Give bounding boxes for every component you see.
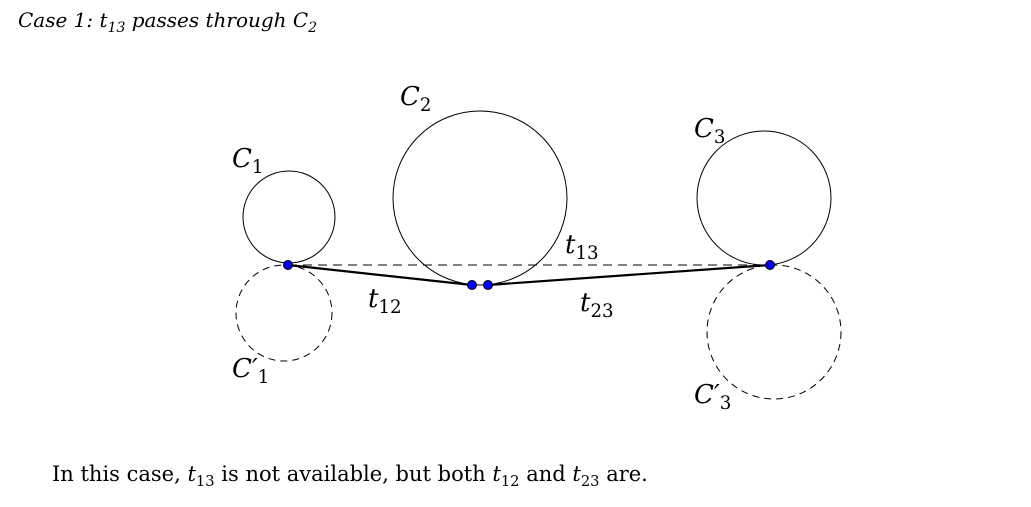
label-t13: t13 <box>565 230 599 265</box>
tangent-point <box>765 260 775 270</box>
tangent-t23 <box>487 263 771 287</box>
circle-c3 <box>696 130 832 266</box>
label-t12: t12 <box>368 284 402 319</box>
tangent-point <box>467 280 477 290</box>
label-t23: t23 <box>580 288 614 323</box>
label-c3-prime: C′3 <box>694 380 732 415</box>
case-title: Case 1: t13 passes through C2 <box>18 8 318 36</box>
caption: In this case, t13 is not available, but … <box>52 462 648 491</box>
tangent-point <box>483 280 493 290</box>
label-c3: C3 <box>694 114 726 149</box>
label-c1-prime: C′1 <box>232 354 270 389</box>
tangent-t12 <box>287 263 473 287</box>
circle-c1-prime <box>235 264 333 362</box>
label-c2: C2 <box>400 82 432 117</box>
tangent-point <box>283 260 293 270</box>
label-c1: C1 <box>232 144 264 179</box>
circle-c1 <box>242 170 336 264</box>
circle-c3-prime <box>706 264 842 400</box>
circle-c2 <box>392 110 568 286</box>
